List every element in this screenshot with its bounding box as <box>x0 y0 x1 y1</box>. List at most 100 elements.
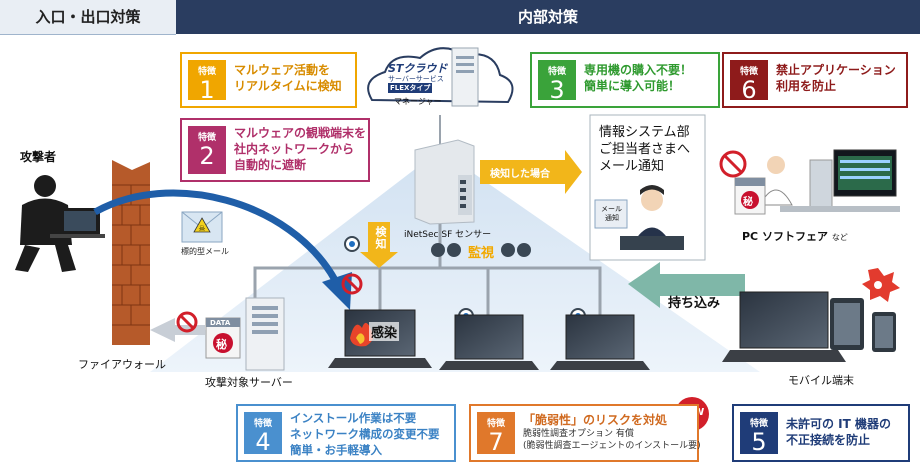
feature-4-tag: 特徴 <box>253 419 272 429</box>
feature-4-text: インストール作業は不要ネットワーク構成の変更不要簡単・お手軽導入 <box>290 410 448 458</box>
laptop-2 <box>439 314 539 370</box>
feature-1-line2: リアルタイムに検知 <box>234 79 342 93</box>
stop-icon-pc <box>719 150 747 178</box>
detected-case-label: 検知した場合 <box>490 169 550 180</box>
feature-1-line1: マルウェア活動を <box>234 63 331 77</box>
pc-software-label: PC ソフトフェア など <box>742 228 848 244</box>
feature-4-line1: インストール作業は不要 <box>290 411 417 425</box>
exit-arrow <box>150 318 205 342</box>
header-left-title: 入口・出口対策 <box>35 8 141 26</box>
attacker-label: 攻撃者 <box>20 150 57 164</box>
feature-3-text: 専用機の購入不要！ 簡単に導入可能！ <box>584 62 712 94</box>
monitor-label: 監視 <box>468 246 495 261</box>
manager-label: マネージャー <box>394 97 442 106</box>
feature-6-tag: 特徴 <box>739 67 758 77</box>
admin-person <box>594 185 684 250</box>
firewall-label: ファイアウォール <box>78 358 166 371</box>
network-lines <box>253 220 602 315</box>
feature-5-text: 未許可の IT 機器の不正接続を防止 <box>786 416 902 448</box>
feature-6-line1: 禁止アプリケーション <box>776 63 896 77</box>
header-entrance-exit: 入口・出口対策 <box>0 0 176 35</box>
feature-2-tag: 特徴 <box>197 133 216 143</box>
feature-7-line1: 「脆弱性」のリスクを対処 <box>523 413 668 427</box>
cloud-brand-line3: FLEXタイプ <box>388 83 433 93</box>
feature-5-number: 5 <box>751 428 767 456</box>
feature-2-line2: 社内ネットワークから <box>234 142 355 156</box>
header-internal: 内部対策 <box>176 0 920 34</box>
feature-5-line2: 不正接続を防止 <box>786 433 871 447</box>
feature-7-number: 7 <box>488 428 504 456</box>
feature-1-text: マルウェア活動をリアルタイムに検知 <box>234 62 349 94</box>
mobile-devices <box>722 268 900 362</box>
feature-5-line1: 未許可の IT 機器の <box>786 417 892 431</box>
feature-4-line2: ネットワーク構成の変更不要 <box>290 427 440 441</box>
notify-line1: 情報システム部 <box>599 125 690 140</box>
notify-line2: ご担当者さまへ <box>599 142 691 157</box>
attack-arrow <box>93 189 339 282</box>
feature-3-line2: 簡単に導入可能！ <box>584 79 681 93</box>
mail-notice-line2: 通知 <box>605 214 619 222</box>
secret-mark-pc: 秘 <box>743 197 753 208</box>
feature-3-number: 3 <box>549 76 565 104</box>
feature-2-number: 2 <box>199 142 215 170</box>
feature-7-text: 「脆弱性」のリスクを対処 脆弱性調査オプション 有償 (脆弱性調査エージェントの… <box>523 412 701 452</box>
pc-software-scene <box>734 149 900 215</box>
detect-down-arrow <box>360 222 398 268</box>
target-server <box>205 297 285 371</box>
attacker-figure <box>15 175 105 272</box>
feature-2-line1: マルウェアの観戦端末を <box>234 126 367 140</box>
secret-mark-server: 秘 <box>216 338 227 351</box>
cloud-brand-line2: サーバーサービス <box>388 75 444 83</box>
feature-6-text: 禁止アプリケーション利用を防止 <box>776 62 900 94</box>
feature-1-number: 1 <box>199 76 215 104</box>
notify-line3: メール通知 <box>599 159 665 174</box>
feature-3-line1: 専用機の購入不要！ <box>584 63 693 77</box>
mobile-label: モバイル端末 <box>788 374 854 387</box>
feature-4-line3: 簡単・お手軽導入 <box>290 443 382 457</box>
bring-in-arrow <box>628 262 745 308</box>
feature-5-tag: 特徴 <box>749 419 768 429</box>
infection-label: 感染 <box>369 322 400 341</box>
header-right-title: 内部対策 <box>517 8 578 26</box>
detect-vertical-label: 検知 <box>374 226 387 250</box>
sensor-label: iNetSec SF センサー <box>404 230 492 240</box>
bring-in-label: 持ち込み <box>668 296 721 311</box>
feature-4-number: 4 <box>255 428 271 456</box>
feature-7-sub2: (脆弱性調査エージェントのインストール要) <box>523 441 701 451</box>
data-tag: DATA <box>210 319 231 327</box>
feature-7-tag: 特徴 <box>486 419 505 429</box>
feature-7-sub1: 脆弱性調査オプション 有償 <box>523 429 634 439</box>
target-server-label: 攻撃対象サーバー <box>205 376 293 389</box>
svg-text:☠: ☠ <box>198 224 205 233</box>
laptop-3 <box>550 314 650 370</box>
mail-envelope: ☠ <box>181 211 223 243</box>
feature-1-tag: 特徴 <box>197 67 216 77</box>
firewall-wall <box>112 160 150 345</box>
feature-2-text: マルウェアの観戦端末を社内ネットワークから自動的に遮断 <box>234 125 367 173</box>
pc-software-suffix: など <box>831 233 848 242</box>
feature-2-line3: 自動的に遮断 <box>234 158 307 172</box>
stop-icon-left <box>176 311 198 333</box>
targeted-mail-label: 標的型メール <box>181 247 229 256</box>
feature-6-number: 6 <box>741 76 757 104</box>
binoculars <box>431 243 531 257</box>
feature-6-line2: 利用を防止 <box>776 79 837 93</box>
sensor-device <box>414 139 475 225</box>
mail-notice-line1: メール <box>601 205 622 213</box>
cloud-brand-line1: STクラウド <box>388 62 448 75</box>
stop-icon-mid <box>341 273 363 295</box>
